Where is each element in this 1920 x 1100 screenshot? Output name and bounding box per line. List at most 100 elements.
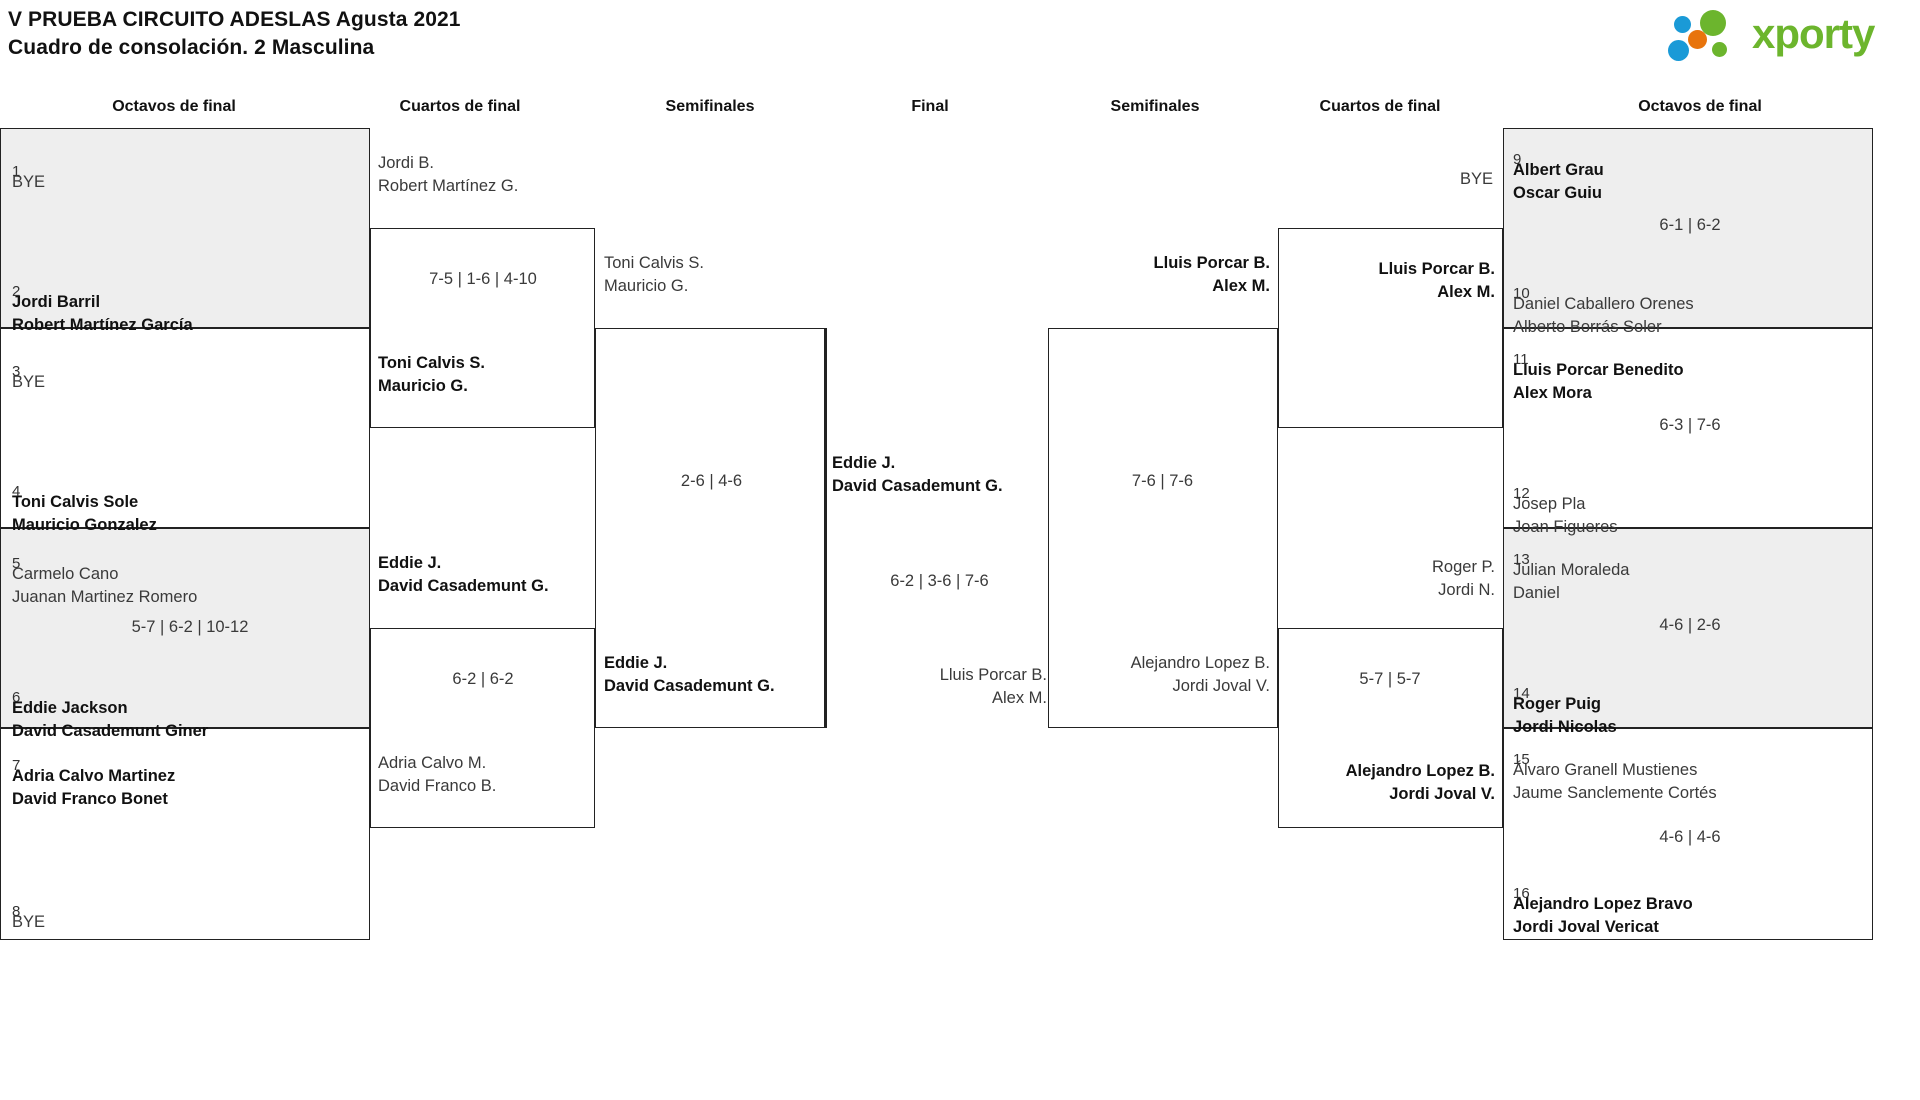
round-header-cuartos-right: Cuartos de final [1319,98,1441,115]
seed-number: 14 [1513,685,1530,702]
match-box-left-r1-1[interactable] [0,128,370,328]
player-name: Alex M. [1212,277,1270,295]
match-box-left-r3-1[interactable] [595,328,825,728]
player-name: David Casademunt G. [378,577,549,595]
player-name: Roger P. [1432,558,1495,576]
match-score-right-r1-1: 6-1 | 6-2 [1659,216,1721,234]
match-box-right-r1-2[interactable] [1503,328,1873,528]
xporty-logo: xporty [1666,8,1906,62]
match-score-right-r3-1: 7-6 | 7-6 [1131,472,1194,490]
match-score-left-r2-2: 6-2 | 6-2 [452,670,514,688]
seed-number: 10 [1513,285,1530,302]
match-box-right-r2-1[interactable] [1278,228,1503,428]
tournament-title: V PRUEBA CIRCUITO ADESLAS Agusta 2021 [8,8,461,31]
player-name: Jordi Joval V. [1172,677,1270,695]
player-name: Mauricio G. [604,277,689,295]
seed-number: 7 [12,757,21,774]
match-box-left-r2-2[interactable] [370,628,595,828]
bracket-entry-left-r2-2a[interactable]: Eddie J. David Casademunt G. [378,552,588,598]
bracket-entry-right-r2-2b[interactable]: Alejandro Lopez B.Jordi Joval V. [1285,760,1495,806]
bracket-entry-final-runnerup[interactable]: Lluis Porcar B.Alex M. [832,664,1047,710]
player-name: Alejandro Lopez Bravo [1513,895,1693,913]
player-name: Toni Calvis Sole [12,493,139,511]
bracket-entry-left-r2-1a[interactable]: Jordi B.Robert Martínez G. [378,152,588,198]
match-box-right-r1-4[interactable] [1503,728,1873,940]
player-name: Jaume Sanclemente Cortés [1513,784,1717,802]
bracket-entry-right-r2-2a[interactable]: Roger P.Jordi N. [1285,556,1495,602]
player-name: Robert Martínez G. [378,177,519,195]
player-name: Roger Puig [1513,695,1602,713]
round-header-semis-left: Semifinales [665,98,755,115]
player-name: Toni Calvis S. [604,254,704,272]
player-name: Joan Figueres [1513,518,1618,536]
match-box-right-r3-1[interactable] [1048,328,1278,728]
bracket-entry-left-r3-1a[interactable]: Toni Calvis S. Mauricio G. [604,252,819,298]
logo-dot-green-big [1700,10,1726,36]
player-name: Juanan Martinez Romero [12,588,198,606]
match-box-left-r1-3[interactable] [0,528,370,728]
player-name: Eddie J. [378,554,442,572]
logo-wordmark: xporty [1752,10,1875,57]
player-name: Alejandro Lopez B. [1130,654,1270,672]
bracket-entry-left-r3-1b[interactable]: Eddie J.David Casademunt G. [604,652,819,698]
match-score-right-r1-2: 6-3 | 7-6 [1659,416,1721,434]
bracket-entry-seed-3[interactable]: 3 BYE [12,348,362,394]
bracket-entry-final-winner[interactable]: Eddie J.David Casademunt G. [832,452,1047,498]
bracket-entry-seed-1[interactable]: 1 BYE [12,148,362,194]
player-name: Albert Grau [1513,161,1604,179]
match-box-right-r2-2[interactable] [1278,628,1503,828]
player-name: Lluis Porcar B. [1153,254,1270,272]
seed-number: 3 [12,363,21,380]
round-header-octavos-right: Octavos de final [1638,98,1762,115]
player-name: Lluis Porcar B. [1378,260,1495,278]
match-box-left-r1-2[interactable] [0,328,370,528]
match-score-right-r2-2: 5-7 | 5-7 [1359,670,1421,688]
match-box-right-r1-3[interactable] [1503,528,1873,728]
player-name: Carmelo Cano [12,565,119,583]
player-name: Julian Moraleda [1513,561,1630,579]
bracket-entry-seed-8[interactable]: 8 BYE [12,888,362,934]
match-box-left-r1-4[interactable] [0,728,370,940]
seed-number: 8 [12,903,21,920]
player-name: Alejandro Lopez B. [1345,762,1495,780]
player-name: Eddie J. [832,454,896,472]
player-name: Adria Calvo Martinez [12,767,176,785]
match-box-left-r2-1[interactable] [370,228,595,428]
logo-dot-orange [1688,30,1707,49]
match-box-right-r1-1[interactable] [1503,128,1873,328]
bracket-entry-left-r2-1b[interactable]: Toni Calvis S.Mauricio G. [378,352,588,398]
tournament-subtitle: Cuadro de consolación. 2 Masculina [8,36,375,59]
seed-number: 6 [12,689,21,706]
logo-dot-green-small [1712,42,1727,57]
seed-number: 9 [1513,151,1522,168]
bracket-entry-left-r2-2b[interactable]: Adria Calvo M.David Franco B. [378,752,588,798]
bracket-entry-right-r2-1b[interactable]: Lluis Porcar B.Alex M. [1285,258,1495,304]
match-score-left-r1-3: 5-7 | 6-2 | 10-12 [131,618,249,636]
player-name: Jordi Barril [12,293,101,311]
bracket-entry-right-r3-1a[interactable]: Lluis Porcar B. Alex M. [1055,252,1270,298]
seed-number: 5 [12,555,21,572]
bracket-entry-right-r3-1b[interactable]: Alejandro Lopez B. Jordi Joval V. [1055,652,1270,698]
player-name: Eddie J. [604,654,668,672]
player-name: Mauricio G. [378,377,468,395]
final-divider-left [825,328,827,728]
seed-number: 2 [12,283,21,300]
player-name: Alberto Borrás Soler [1513,318,1662,336]
player-name: Jordi Nicolas [1513,718,1617,736]
match-score-right-r1-4: 4-6 | 4-6 [1659,828,1721,846]
player-name: BYE [12,173,46,191]
player-name: Robert Martínez García [12,316,193,334]
